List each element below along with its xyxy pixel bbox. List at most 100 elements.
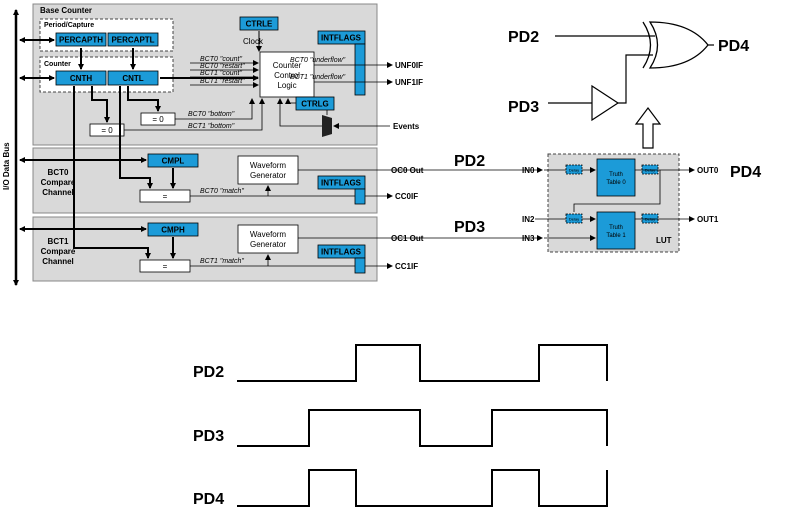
cc1if-label: CC1IF [395, 262, 418, 271]
percaptl-register [107, 32, 159, 47]
logic-label-1: Counter [273, 61, 302, 70]
gate-output-label: PD4 [718, 38, 749, 55]
cmph-register [147, 222, 199, 237]
bct0-wave-l2: Generator [250, 171, 286, 180]
bct1-waveform-generator [237, 224, 299, 254]
oc0-out-label: OC0 Out [391, 166, 424, 175]
bct0-match-label: BCT0 "match" [200, 188, 244, 195]
buffer-icon [591, 84, 620, 122]
sig-bct0-underflow: BCT0 "underflow" [290, 57, 346, 64]
bct0-waveform-generator [237, 155, 299, 185]
logic-label-2: Control [274, 71, 300, 80]
lut-in0-label: IN0 [522, 166, 535, 175]
pin-pd3-label: PD3 [454, 219, 485, 236]
cmpl-label: CMPL [162, 157, 185, 166]
bct0-compare-channel: BCT0 Compare Channel CMPL = Waveform Gen… [19, 147, 543, 214]
sig-bct1-underflow: BCT1 "underflow" [290, 74, 346, 81]
gate-input-a-label: PD2 [508, 29, 539, 46]
percaptl-label: PERCAPTL [111, 36, 154, 45]
truth-table-1 [596, 211, 636, 250]
percapth-label: PERCAPTH [59, 36, 103, 45]
sig-bct1-bottom: BCT1 "bottom" [188, 123, 235, 130]
delay-in0-label: Delay [569, 168, 579, 173]
bct1-wave-l1: Waveform [250, 230, 286, 239]
bct1-intflags-bar [354, 257, 366, 274]
io-data-bus: I/O Data Bus [2, 9, 19, 286]
tt1-l1: Truth [609, 225, 623, 231]
oc1-out-label: OC1 Out [391, 234, 424, 243]
bct1-label-2: Compare [41, 247, 76, 256]
bct0-wave-l1: Waveform [250, 161, 286, 170]
timing-wave-pd4 [237, 469, 608, 507]
gate-input-b-label: PD3 [508, 99, 539, 116]
cc0if-label: CC0IF [395, 192, 418, 201]
lut-in2-label: IN2 [522, 215, 535, 224]
logic-label-3: Logic [277, 81, 296, 90]
clock-label: Clock [243, 37, 264, 46]
cnth-register [55, 70, 107, 86]
bct0-intflags-bar [354, 188, 366, 205]
tt0-l1: Truth [609, 172, 623, 178]
truth-table-0 [596, 158, 636, 197]
ctrle-label: CTRLE [246, 20, 273, 29]
bct1-label-1: BCT1 [48, 237, 69, 246]
base-intflags-register [317, 30, 366, 45]
timing-label-0: PD2 [193, 364, 224, 381]
cntl-label: CNTL [122, 74, 143, 83]
percapth-register [55, 32, 107, 47]
sig-bct0-restart: BCT0 "restart" [200, 63, 245, 70]
cnth-label: CNTH [70, 74, 92, 83]
timing-wave-pd3 [237, 409, 608, 447]
bct1-intflags-label: INTFLAGS [321, 248, 362, 257]
lut-out0-label: OUT0 [697, 166, 719, 175]
zero-compare-a-label: = 0 [101, 126, 113, 135]
events-label: Events [393, 122, 420, 131]
lut-in3-label: IN3 [522, 234, 535, 243]
bct0-label-3: Channel [42, 188, 74, 197]
sig-bct0-count: BCT0 "count" [200, 56, 242, 63]
bct0-equal-label: = [163, 192, 168, 201]
bct1-match-label: BCT1 "match" [200, 258, 244, 265]
timing-label-1: PD3 [193, 428, 224, 445]
unf0if-label: UNF0IF [395, 61, 423, 70]
lut-block: IN0 IN2 IN3 Delay Delay Truth Table 0 Tr… [522, 153, 761, 253]
sig-bct1-count: BCT1 "count" [200, 70, 242, 77]
tt1-l2: Table 1 [606, 233, 626, 239]
delay-out0 [641, 164, 659, 175]
bct0-intflags-register [317, 175, 366, 190]
ctrle-register [239, 16, 279, 31]
base-counter-title: Base Counter [40, 6, 92, 15]
bct1-equal-label: = [163, 262, 168, 271]
xor-gate-schematic: PD2 PD3 PD4 [508, 21, 749, 149]
up-arrow-icon [634, 107, 662, 149]
lut-label: LUT [656, 236, 672, 245]
bct0-intflags-label: INTFLAGS [321, 179, 362, 188]
counter-control-logic [259, 51, 315, 98]
ctrlg-label: CTRLG [301, 100, 329, 109]
lut-pin-out-label: PD4 [730, 164, 761, 181]
cmpl-register [147, 153, 199, 168]
pin-pd2-label: PD2 [454, 153, 485, 170]
delay-out1 [641, 213, 659, 224]
delay-in2 [565, 213, 583, 224]
counter-routes [73, 86, 153, 259]
sig-bct1-restart: BCT1 "restart" [200, 78, 245, 85]
bct0-label-2: Compare [41, 178, 76, 187]
cntl-register [107, 70, 159, 86]
event-mux-icon [322, 115, 332, 137]
base-counter-block: Base Counter Period/Capture PERCAPTH PER… [19, 3, 423, 146]
bct1-intflags-register [317, 244, 366, 259]
delay-in2-label: Delay [569, 217, 579, 222]
sig-bct0-bottom: BCT0 "bottom" [188, 111, 235, 118]
delay-in0 [565, 164, 583, 175]
lut-out1-label: OUT1 [697, 215, 719, 224]
timing-wave-pd2 [237, 344, 608, 382]
bct1-label-3: Channel [42, 257, 74, 266]
cmph-label: CMPH [161, 226, 185, 235]
base-intflags-label: INTFLAGS [321, 34, 362, 43]
xor-gate-icon [648, 21, 709, 69]
zero-compare-b-label: = 0 [152, 115, 164, 124]
counter-label: Counter [44, 61, 71, 68]
timing-label-2: PD4 [193, 491, 224, 508]
